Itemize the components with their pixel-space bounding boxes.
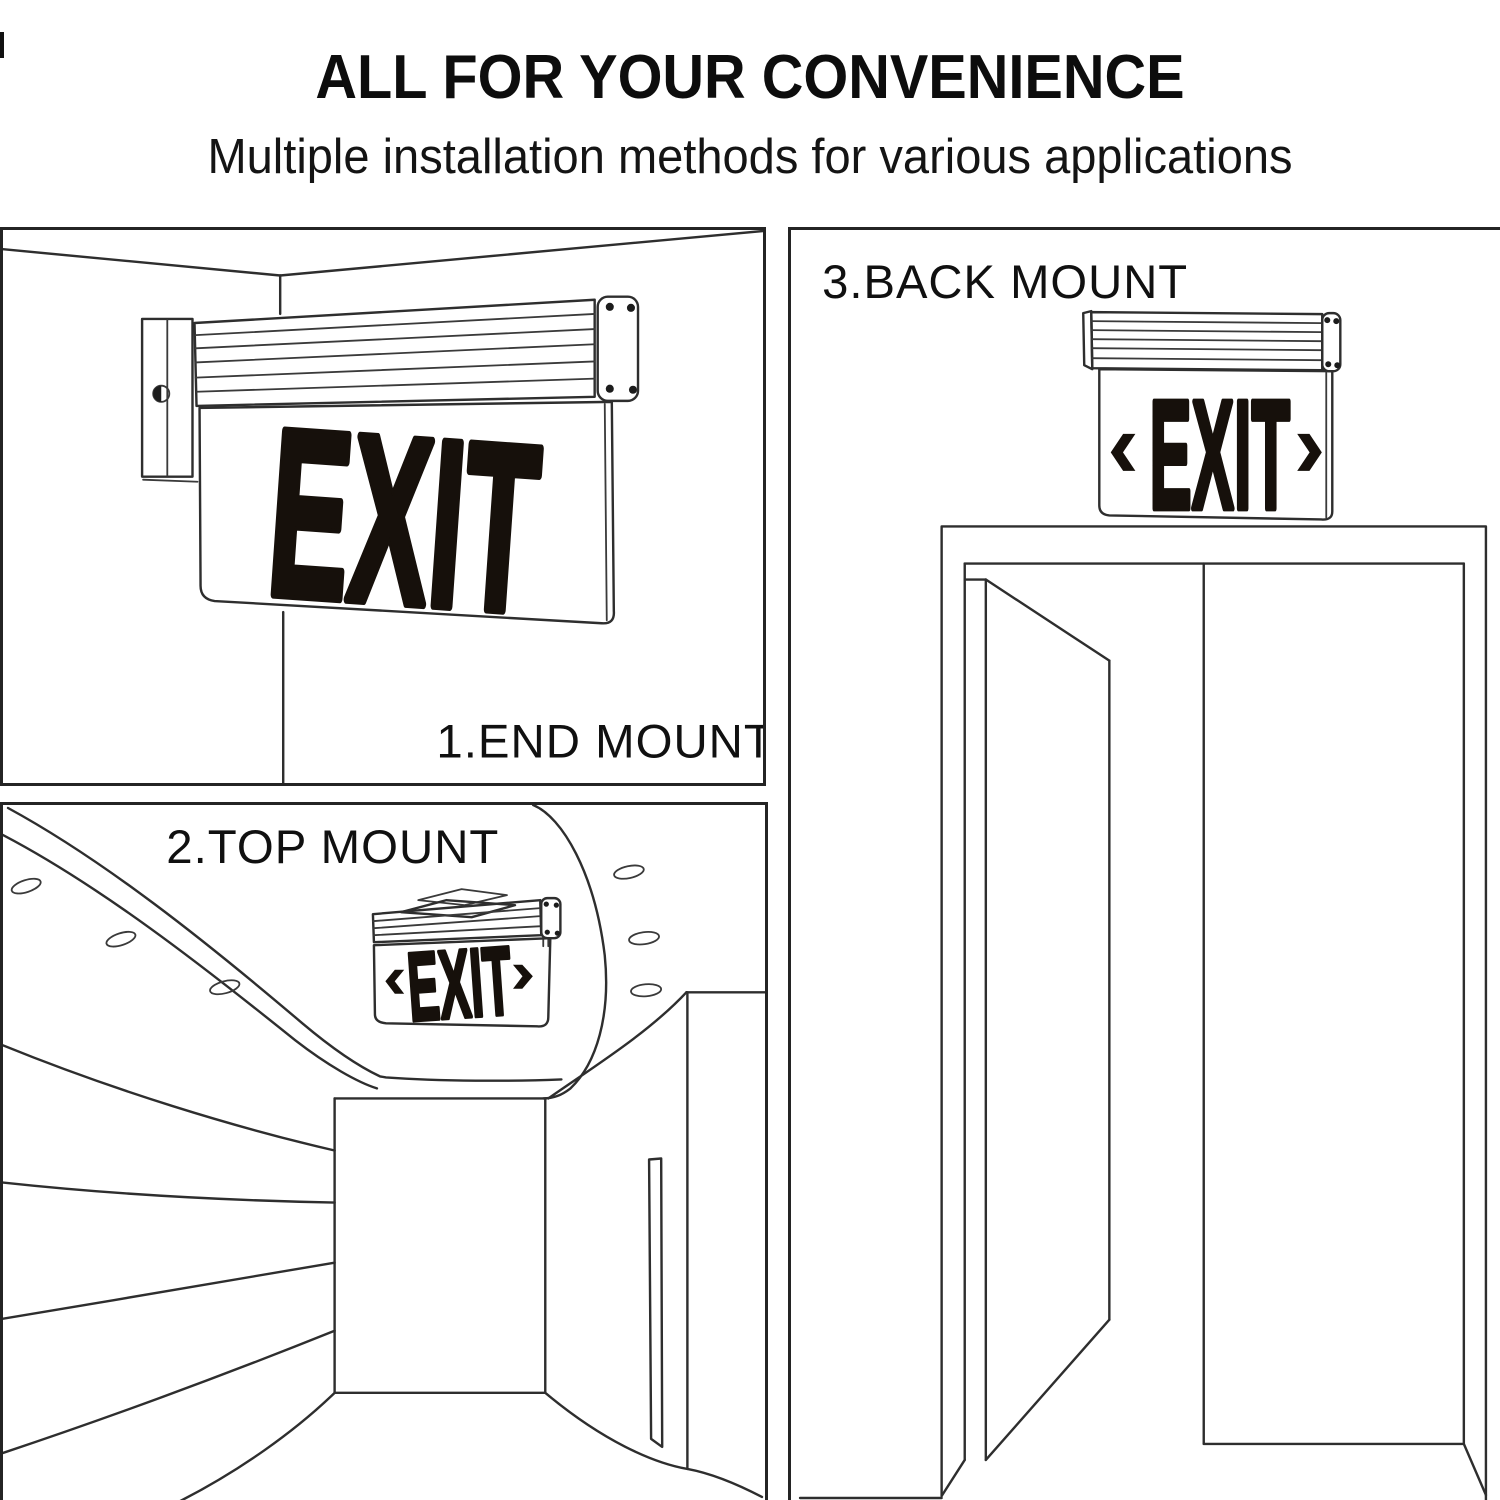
- corridor-walls: [333, 991, 764, 1499]
- header: ALL FOR YOUR CONVENIENCE Multiple instal…: [0, 0, 1500, 185]
- screw-icon: [1325, 361, 1332, 368]
- screw-icon: [1334, 362, 1341, 369]
- screw-icon: [553, 902, 559, 908]
- back-mount-drawing: EXIT: [798, 255, 1488, 1500]
- back-mount-sign: EXIT: [1082, 309, 1342, 544]
- panel-top-mount: EXIT 2.TOP MOUNT: [0, 802, 768, 1500]
- exit-sign-text: EXIT: [1150, 368, 1291, 542]
- screw-icon: [605, 384, 614, 393]
- ceiling-lights: [10, 864, 663, 998]
- panel-end-mount: EXIT 1.END MOUNT: [0, 227, 766, 786]
- wall-corner: [3, 230, 763, 783]
- chevron-right-icon: [512, 964, 533, 989]
- exit-sign-text: EXIT: [261, 380, 546, 663]
- sign-housing: [1082, 309, 1342, 373]
- back-mount-label: 3.BACK MOUNT: [822, 255, 1188, 308]
- screw-icon: [628, 385, 638, 394]
- left-wall-curves: [3, 1044, 336, 1500]
- screw-icon: [554, 930, 560, 936]
- screw-icon: [543, 901, 549, 907]
- end-mount-drawing: EXIT 1.END MOUNT: [3, 230, 763, 783]
- screw-icon: [605, 302, 614, 311]
- chevron-left-icon: [1110, 433, 1136, 471]
- page-subtitle: Multiple installation methods for variou…: [207, 130, 1293, 184]
- chevron-right-icon: [1297, 433, 1322, 471]
- screw-icon: [1324, 317, 1331, 324]
- page-title: ALL FOR YOUR CONVENIENCE: [315, 43, 1185, 112]
- ceiling-light-icon: [613, 864, 645, 880]
- sign-panel: [372, 936, 552, 1028]
- ceiling-light-icon: [209, 979, 241, 996]
- chevron-left-icon: [385, 969, 405, 994]
- top-mount-sign: EXIT: [371, 888, 562, 1044]
- edge-artifact-mark: [0, 32, 4, 58]
- end-mount-bracket: [140, 317, 199, 483]
- end-mount-label: 1.END MOUNT: [436, 716, 763, 769]
- closed-door-leaf: [1202, 562, 1488, 1497]
- sign-housing: [193, 295, 640, 408]
- screw-icon: [1333, 318, 1340, 325]
- ceiling-light-icon: [628, 930, 660, 946]
- ceiling-light-icon: [105, 930, 137, 948]
- open-door-leaf: [940, 578, 1111, 1498]
- screw-icon: [544, 929, 550, 935]
- ceiling-curves: [3, 805, 765, 1100]
- exit-sign-text: EXIT: [404, 926, 515, 1042]
- sign-panel: [198, 400, 616, 625]
- ceiling-light-icon: [630, 983, 663, 998]
- top-mount-drawing: EXIT 2.TOP MOUNT: [3, 805, 765, 1500]
- sign-panel: [1098, 368, 1334, 521]
- sign-housing: [371, 896, 562, 948]
- screw-icon: [626, 303, 635, 312]
- top-mount-label: 2.TOP MOUNT: [166, 821, 499, 874]
- ceiling-light-icon: [10, 877, 42, 895]
- panel-back-mount: EXIT: [788, 227, 1500, 1500]
- housing-end-cap: [596, 295, 640, 403]
- double-door: [798, 525, 1488, 1500]
- far-door: [647, 1157, 664, 1449]
